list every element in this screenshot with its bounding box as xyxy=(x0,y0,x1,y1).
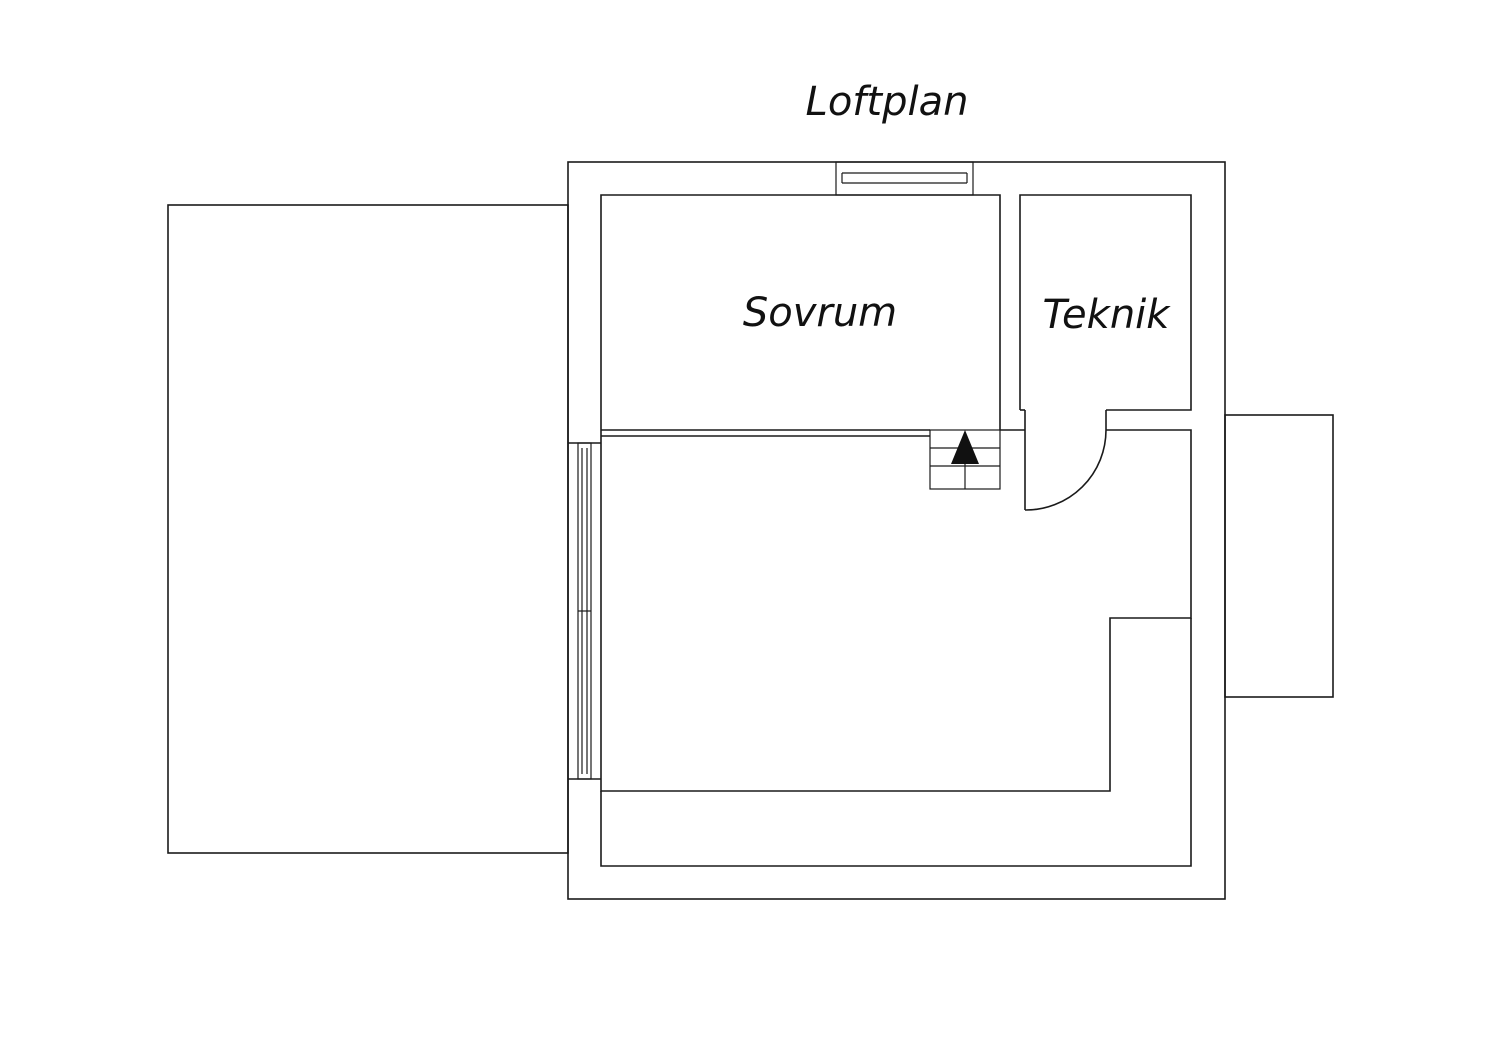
plan-title: Loftplan xyxy=(806,79,969,125)
technical-room xyxy=(1019,194,1192,411)
loft-area xyxy=(600,429,1192,792)
arrow-up-icon xyxy=(951,430,979,464)
right-extension xyxy=(1224,414,1334,698)
left-window xyxy=(577,442,592,780)
outer-wall xyxy=(567,161,1226,900)
room-label-technical: Teknik xyxy=(1043,292,1172,338)
inner-perimeter xyxy=(568,442,1192,867)
room-label-bedroom: Sovrum xyxy=(743,290,897,336)
left-extension xyxy=(167,204,569,854)
top-window xyxy=(835,161,974,196)
door xyxy=(1024,410,1107,511)
bedroom xyxy=(600,194,1025,437)
staircase xyxy=(929,429,1001,490)
